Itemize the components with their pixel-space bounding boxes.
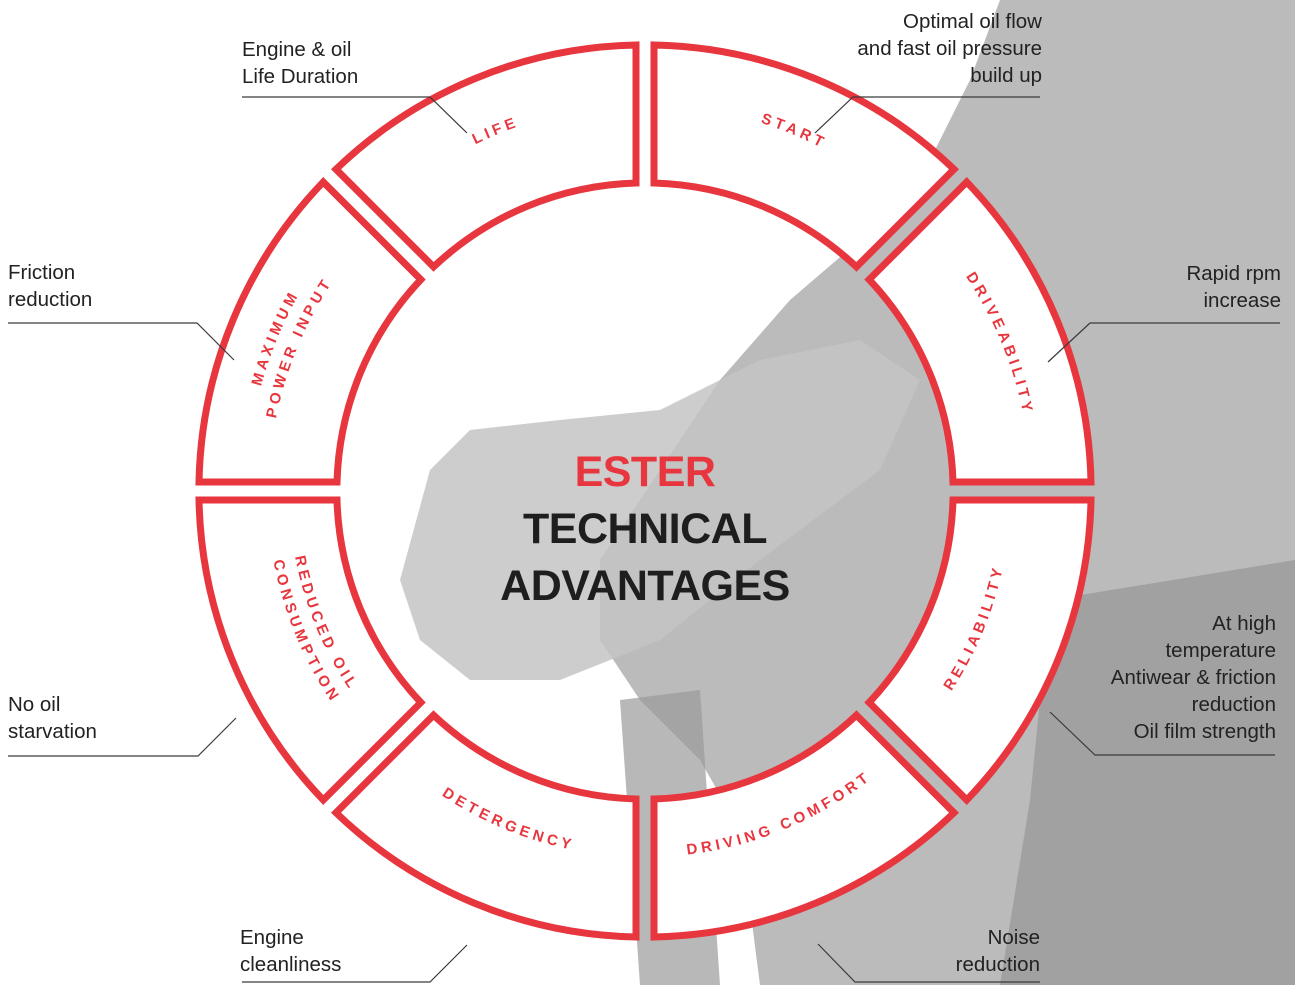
- callout-line: increase: [1203, 289, 1282, 312]
- segment-driveability: [864, 176, 1095, 486]
- title-accent: ESTER: [574, 448, 716, 496]
- callout-line: build up: [970, 64, 1042, 87]
- callout-line: Friction: [8, 261, 76, 284]
- callout-line: starvation: [8, 720, 97, 743]
- callout-life: Engine & oil Life Duration: [242, 36, 358, 90]
- callout-reliability: At high temperature Antiwear & friction …: [1111, 610, 1276, 745]
- photo-shape-dark: [1000, 560, 1295, 985]
- photo-shape-hand: [400, 340, 920, 680]
- callout-line: Antiwear & friction: [1110, 666, 1276, 689]
- leader-line-driving-comfort: [817, 943, 1040, 983]
- leader-line-driveability: [1047, 322, 1280, 363]
- title-line-2: TECHNICAL: [523, 505, 767, 553]
- callout-max-power: Friction reduction: [8, 259, 92, 313]
- leader-line-life: [242, 96, 468, 134]
- callout-line: reduction: [955, 953, 1040, 976]
- leader-line-detergency: [242, 944, 468, 983]
- leader-line-reduced-oil: [8, 717, 237, 757]
- segment-start: [650, 41, 960, 272]
- callout-detergency: Engine cleanliness: [240, 924, 341, 978]
- callout-driving-comfort: Noise reduction: [956, 924, 1040, 978]
- callout-line: Rapid rpm: [1186, 262, 1281, 285]
- callout-line: At high: [1212, 612, 1276, 635]
- callout-line: reduction: [1191, 693, 1276, 716]
- callout-line: Oil film strength: [1133, 720, 1276, 743]
- callout-line: cleanliness: [240, 953, 342, 976]
- callout-line: Optimal oil flow: [903, 10, 1042, 33]
- segment-reduced-oil: [195, 496, 426, 806]
- callout-line: reduction: [8, 288, 93, 311]
- leader-line-reliability: [1049, 711, 1275, 756]
- callout-reduced-oil: No oil starvation: [8, 691, 97, 745]
- segment-max-power: [195, 176, 426, 486]
- segment-driving-comfort: [650, 710, 960, 941]
- callout-line: Engine & oil: [242, 38, 352, 61]
- callout-line: Engine: [240, 926, 304, 949]
- callout-line: and fast oil pressure: [857, 37, 1042, 60]
- title-line-3: ADVANTAGES: [500, 562, 790, 610]
- leader-line-start: [814, 96, 1040, 134]
- callout-line: No oil: [8, 693, 61, 716]
- callout-line: Noise: [987, 926, 1040, 949]
- segment-life: [330, 41, 640, 272]
- callout-driveability: Rapid rpm increase: [1186, 260, 1281, 314]
- callout-line: Life Duration: [242, 65, 359, 88]
- callout-start: Optimal oil flow and fast oil pressure b…: [857, 8, 1042, 89]
- center-title: ESTER TECHNICAL ADVANTAGES: [445, 444, 845, 615]
- segment-detergency: [330, 710, 640, 941]
- callout-line: temperature: [1165, 639, 1276, 662]
- segment-reliability: [864, 496, 1095, 806]
- leader-line-max-power: [8, 322, 235, 361]
